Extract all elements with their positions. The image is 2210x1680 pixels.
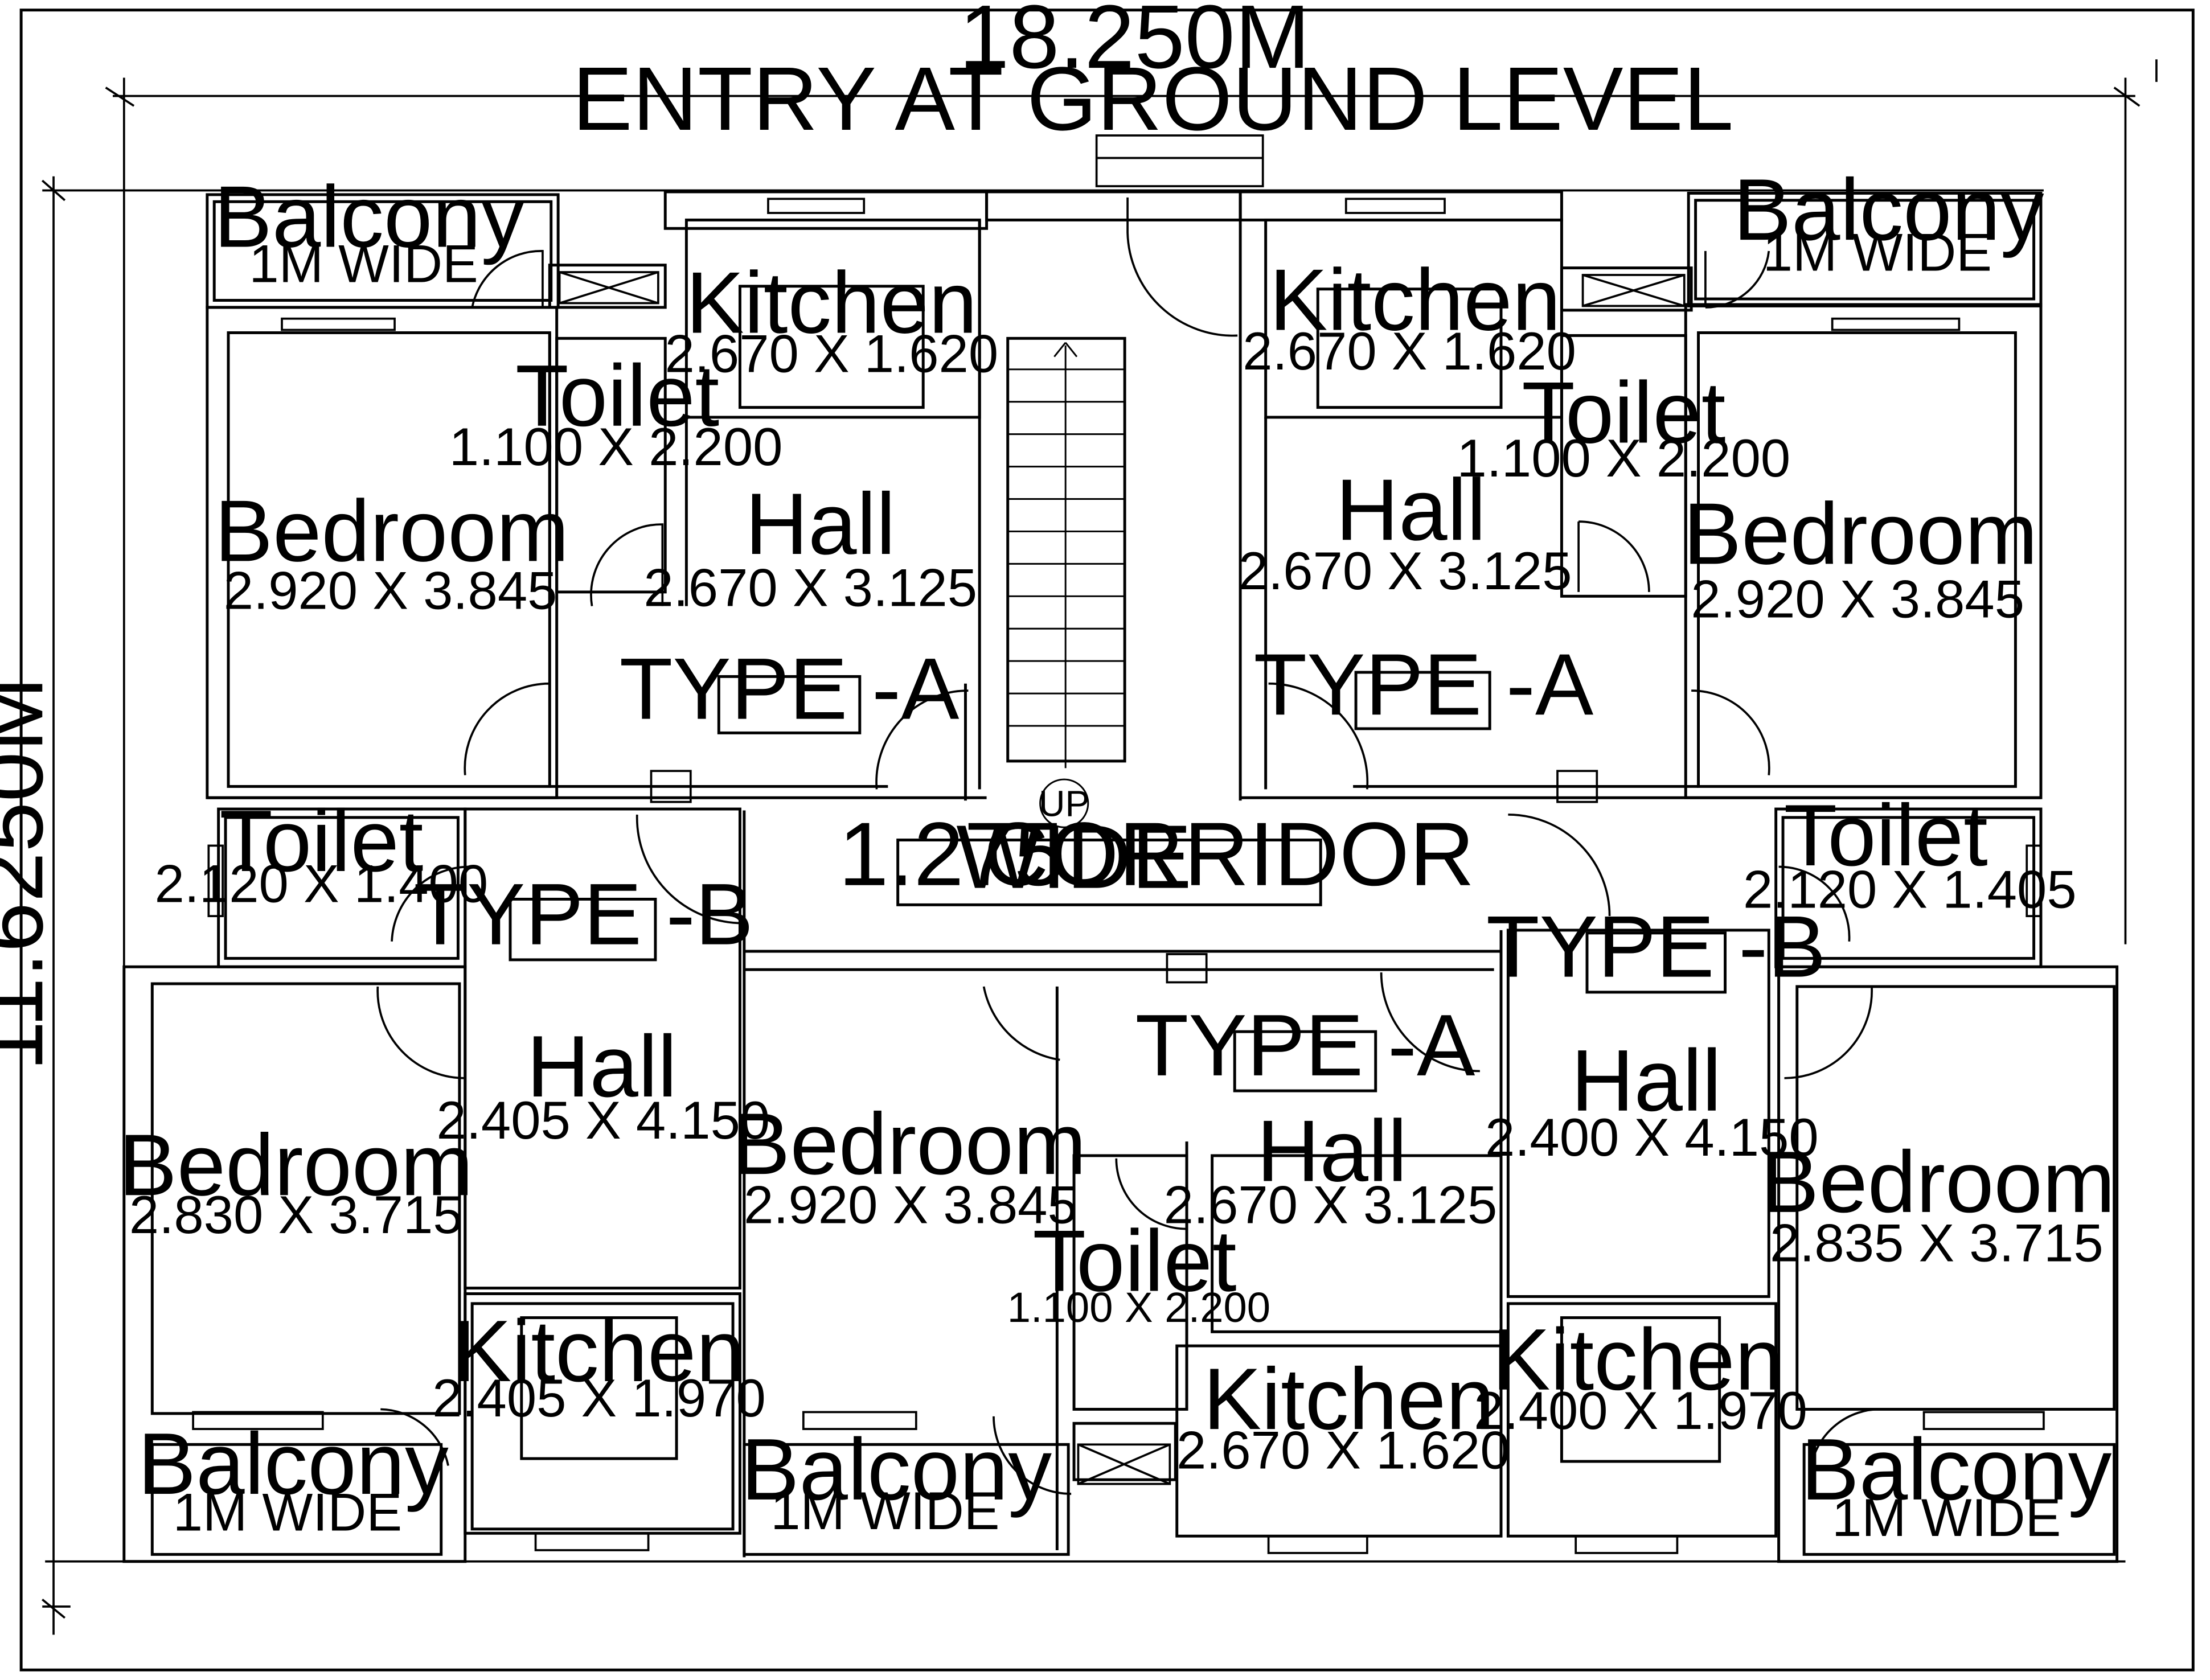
stair-up-marker [1039,778,1089,828]
unit-type-label: TYPE -B [1486,898,1826,996]
unit-type-label: TYPE -A [620,640,960,738]
corridor-wide-label: WIDE [956,807,1192,907]
room-name: Toilet [1784,786,1988,884]
room-dimension: 2.670 X 3.125 [1164,1175,1498,1235]
room-dimension: 2.920 X 3.845 [744,1175,1077,1235]
room-dimension: 2.670 X 3.125 [1239,541,1572,601]
room-name: Toilet [1522,364,1725,462]
room-dimension: 1.100 X 2.200 [1007,1284,1270,1331]
staircase [1007,342,1125,828]
room-dimension: 2.835 X 3.715 [1770,1213,2104,1273]
room-dimension: 2.920 X 3.845 [224,561,557,621]
room-name: Bedroom [118,1116,473,1214]
room-dimension: 2.670 X 1.620 [1243,321,1576,381]
drawing-frame [19,9,2195,1671]
room-name: Toilet [219,792,423,890]
room-name: Kitchen [686,253,977,351]
room-dimension: 2.405 X 1.970 [432,1368,766,1428]
room-name: Toilet [515,347,719,445]
room-name: Bedroom [215,482,569,580]
unit-type-label: TYPE -A [1135,996,1475,1094]
corridor-width-value: 1.275 [839,804,1064,905]
room-name: Balcony [1801,1420,2112,1518]
room-name: Balcony [138,1415,449,1513]
room-name: Kitchen [1203,1350,1495,1448]
room-name: Toilet [1032,1212,1236,1310]
room-dimension: 1M WIDE [770,1481,999,1541]
windows [192,198,2045,1554]
room-name: Bedroom [1761,1133,2115,1231]
room-name: Hall [1335,461,1486,558]
room-dimension: 1M WIDE [1763,223,1992,282]
room-name: Kitchen [453,1302,745,1400]
door-swings [376,197,1882,1495]
room-name: Hall [1571,1032,1721,1129]
room-dimension: 1.100 X 2.200 [1457,428,1791,488]
room-dimension: 2.120 X 1.400 [154,853,488,913]
room-name: Balcony [1733,161,2044,258]
room-dimension: 1M WIDE [1832,1488,2061,1547]
room-name: Balcony [214,167,525,265]
room-dimension: 2.920 X 3.845 [1691,569,2024,629]
room-name: Hall [1257,1102,1407,1200]
room-name: Bedroom [732,1095,1086,1193]
overall-width-dimension: 18.250M [959,0,1310,87]
room-dimension: 1M WIDE [249,233,478,293]
room-dimension: 2.830 X 3.715 [129,1185,463,1244]
room-dimension: 2.670 X 1.620 [665,324,998,384]
entry-steps [1095,134,1264,187]
room-name: Kitchen [1492,1311,1783,1408]
corridor-label: CORRIDOR [983,804,1474,905]
room-dimension: 2.120 X 1.405 [1743,859,2077,919]
room-name: Hall [745,475,895,573]
room-dimension: 2.670 X 3.125 [643,558,977,618]
entry-label: ENTRY AT GROUND LEVEL [572,48,1733,149]
unit-type-label: TYPE -A [1253,635,1593,733]
room-dimension: 2.670 X 1.620 [1176,1420,1510,1480]
room-name: Balcony [741,1420,1052,1518]
room-dimension: 2.400 X 4.150 [1485,1107,1819,1167]
duct-shafts [558,271,1686,1485]
room-dimension: 1.100 X 2.200 [449,417,783,477]
room-name: Kitchen [1269,251,1561,349]
stair-up-label: UP [1039,783,1089,824]
unit-type-label: TYPE -B [413,865,753,963]
room-dimension: 1M WIDE [173,1482,402,1542]
room-name: Bedroom [1683,484,2038,582]
walls [122,190,2119,1563]
overall-height-dimension: 11.6250M [0,677,61,1071]
room-name: Hall [527,1017,677,1115]
label-boxes [509,671,1727,1092]
room-dimension: 2.400 X 1.970 [1474,1381,1807,1440]
room-dimension: 2.405 X 4.150 [437,1090,770,1150]
